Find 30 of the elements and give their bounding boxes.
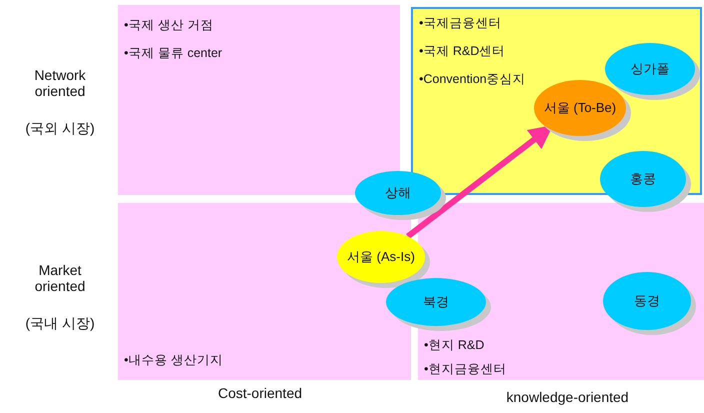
city-label: 서울 (To-Be) xyxy=(542,99,618,117)
bullet-text: •내수용 생산기지 xyxy=(124,352,223,369)
city-label: 동경 xyxy=(633,292,661,310)
quadrant-panel xyxy=(411,7,702,195)
bullet-text: •Convention중심지 xyxy=(419,71,526,88)
bullet-text: •현지금융센터 xyxy=(424,361,506,378)
axis-label: (국내 시장) xyxy=(24,315,96,333)
city-label: 홍콩 xyxy=(629,170,657,188)
city-ellipse xyxy=(337,231,431,289)
axis-label: Cost-oriented xyxy=(216,385,304,401)
axis-label: knowledge-oriented xyxy=(505,389,630,405)
bullet-text: •국제 생산 거점 xyxy=(124,17,214,34)
city-label: 북경 xyxy=(422,293,450,311)
city-label: 서울 (As-Is) xyxy=(346,248,416,266)
bullet-text: •현지 R&D xyxy=(424,337,484,354)
bullet-text: •국제 R&D센터 xyxy=(419,43,506,60)
city-ellipse xyxy=(600,151,692,213)
city-ellipse xyxy=(603,272,697,336)
city-label: 싱가폴 xyxy=(630,60,670,78)
bullet-text: •국제금융센터 xyxy=(419,15,502,32)
quadrant-panel xyxy=(418,203,704,380)
bullet-text: •국제 물류 center xyxy=(124,45,222,62)
axis-label: Network oriented xyxy=(33,67,87,99)
city-ellipse xyxy=(386,278,492,332)
city-ellipse xyxy=(534,80,632,142)
axis-label: (국외 시장) xyxy=(24,120,96,138)
city-label: 상해 xyxy=(384,184,412,202)
axis-label: Market oriented xyxy=(34,262,86,294)
city-ellipse xyxy=(605,43,701,101)
city-ellipse xyxy=(355,171,447,221)
